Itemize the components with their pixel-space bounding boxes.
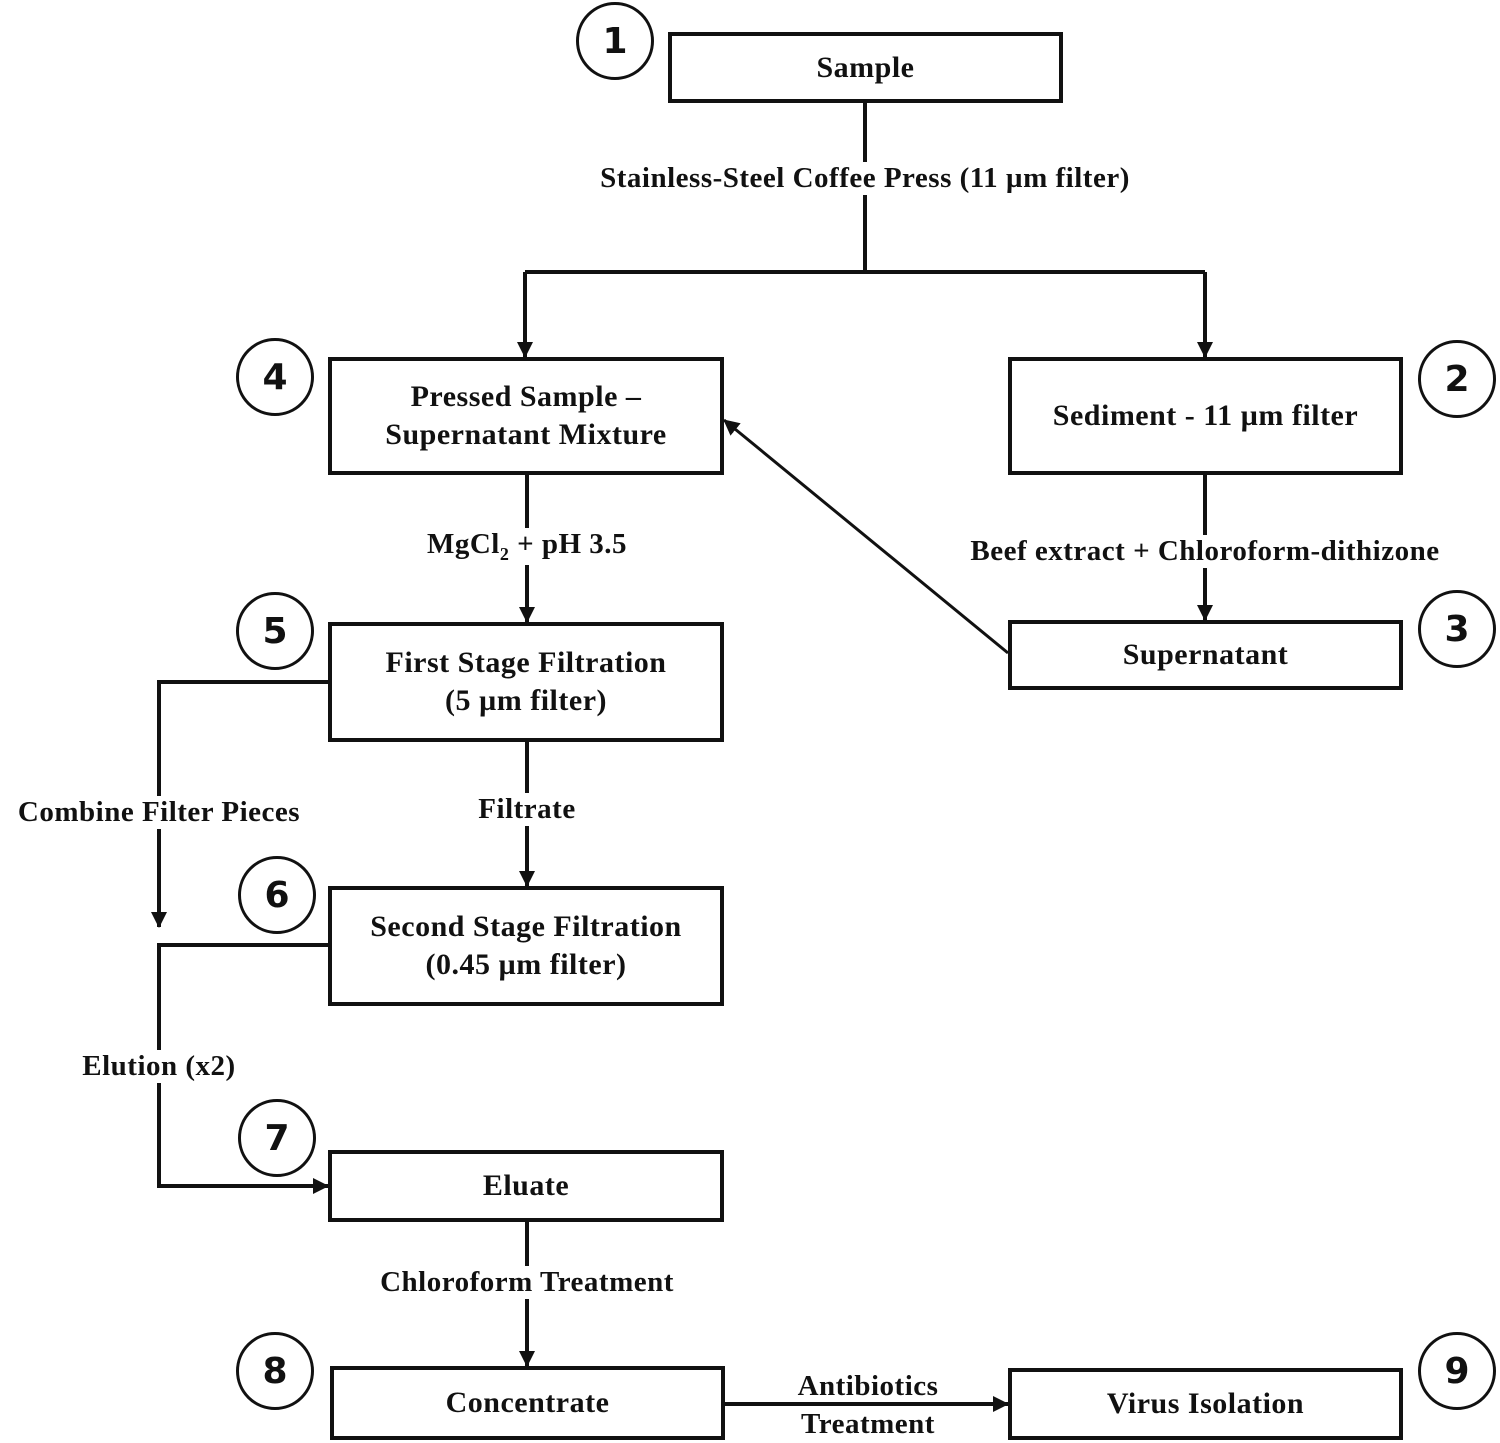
edge-label-mgcl2-sub: 2 bbox=[499, 543, 510, 564]
edge-label-combine-filter-pieces: Combine Filter Pieces bbox=[13, 796, 305, 829]
step-number-9: 9 bbox=[1418, 1332, 1496, 1410]
node-eluate-label: Eluate bbox=[482, 1169, 570, 1202]
edge-label-filtrate: Filtrate bbox=[474, 793, 580, 826]
edge-label-mgcl2-main: MgCl bbox=[426, 528, 500, 560]
node-first-stage-line2: (5 µm filter) bbox=[444, 684, 608, 717]
edge-label-coffee-press: Stainless-Steel Coffee Press (11 µm filt… bbox=[596, 162, 1134, 195]
node-second-stage-filtration: Second Stage Filtration (0.45 µm filter) bbox=[328, 886, 724, 1006]
node-first-stage-filtration: First Stage Filtration (5 µm filter) bbox=[328, 622, 724, 742]
node-sample: Sample bbox=[668, 32, 1063, 103]
node-sample-label: Sample bbox=[816, 50, 915, 84]
step-number-2: 2 bbox=[1418, 340, 1496, 418]
edge-label-elution: Elution (x2) bbox=[78, 1050, 240, 1083]
node-pressed-mixture: Pressed Sample – Supernatant Mixture bbox=[328, 357, 724, 475]
node-second-stage-line2: (0.45 µm filter) bbox=[425, 948, 627, 981]
edge-label-beef-extract: Beef extract + Chloroform-dithizone bbox=[966, 535, 1444, 568]
edge-label-antibiotics-line1: Antibiotics bbox=[797, 1370, 939, 1402]
step-number-7: 7 bbox=[238, 1099, 316, 1177]
node-virus-isolation: Virus Isolation bbox=[1008, 1368, 1403, 1440]
edge-label-antibiotics-line2: Treatment bbox=[801, 1408, 935, 1440]
node-concentrate: Concentrate bbox=[330, 1366, 725, 1440]
step-number-5: 5 bbox=[236, 592, 314, 670]
step-number-6: 6 bbox=[238, 856, 316, 934]
edge-label-chloroform-treatment: Chloroform Treatment bbox=[376, 1266, 678, 1299]
node-sediment-label: Sediment - 11 µm filter bbox=[1052, 399, 1359, 432]
step-number-8: 8 bbox=[236, 1332, 314, 1410]
arrow-supernatant-to-mixture bbox=[723, 418, 1009, 655]
node-pressed-mixture-line1: Pressed Sample – bbox=[410, 380, 642, 413]
arrow-combine-filter-pieces bbox=[151, 680, 330, 928]
node-supernatant: Supernatant bbox=[1008, 620, 1403, 690]
step-number-4: 4 bbox=[236, 338, 314, 416]
node-virus-isolation-label: Virus Isolation bbox=[1106, 1387, 1305, 1420]
step-number-3: 3 bbox=[1418, 590, 1496, 668]
node-pressed-mixture-line2: Supernatant Mixture bbox=[385, 418, 667, 451]
node-second-stage-line1: Second Stage Filtration bbox=[370, 910, 682, 943]
node-first-stage-line1: First Stage Filtration bbox=[385, 646, 667, 679]
step-number-1: 1 bbox=[576, 2, 654, 80]
edge-label-mgcl2-rest: + pH 3.5 bbox=[509, 528, 628, 560]
node-supernatant-label: Supernatant bbox=[1122, 638, 1289, 671]
node-sediment: Sediment - 11 µm filter bbox=[1008, 357, 1403, 475]
node-eluate: Eluate bbox=[328, 1150, 724, 1222]
node-concentrate-label: Concentrate bbox=[445, 1386, 610, 1419]
edge-label-mgcl2: MgCl2 + pH 3.5 bbox=[422, 528, 632, 565]
edge-label-antibiotics-treatment: Antibiotics Treatment bbox=[794, 1367, 943, 1443]
